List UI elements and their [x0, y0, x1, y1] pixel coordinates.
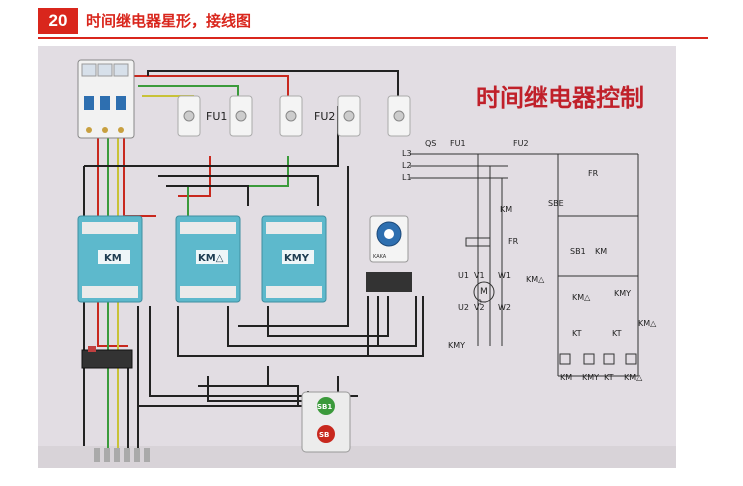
fu1-schematic-label: FU1 [450, 139, 466, 148]
v1-label: V1 [474, 271, 485, 280]
fr-label: FR [508, 237, 519, 246]
start-button-label: SB1 [317, 403, 332, 411]
km-photo-label: KM [104, 253, 122, 264]
line-l2-label: L2 [402, 161, 412, 170]
coil-kt-label: KT [604, 373, 614, 382]
kmy-photo-label: KMY [284, 253, 310, 264]
v2-label: V2 [474, 303, 485, 312]
km-delta-contact-label: KM△ [572, 293, 591, 302]
qs-label: QS [425, 139, 436, 148]
schematic-lines [410, 153, 639, 377]
push-button-box [301, 391, 351, 453]
circuit-breaker [77, 59, 135, 139]
time-relay [366, 215, 412, 292]
motor-phase-label: 3~ [478, 299, 487, 306]
contactor-km-delta [175, 215, 241, 303]
coil-km-delta-label: KM△ [624, 373, 643, 382]
fr-contact-label: FR [588, 169, 599, 178]
thermal-overload-relay [81, 346, 133, 369]
line-l1-label: L1 [402, 173, 412, 182]
sbe-label: SBE [548, 199, 564, 208]
time-relay-text: KAKA [373, 254, 387, 260]
coil-km-label: KM [560, 373, 572, 382]
km-delta-photo-label: KM△ [198, 253, 224, 264]
km-delta-right-label: KM△ [638, 319, 657, 328]
stop-button-label: SB [319, 431, 329, 439]
contactor-km [77, 215, 143, 303]
kmy-contact-label: KMY [614, 289, 631, 298]
fu2-schematic-label: FU2 [513, 139, 529, 148]
u1-label: U1 [458, 271, 469, 280]
w2-label: W2 [498, 303, 511, 312]
line-l3-label: L3 [402, 149, 412, 158]
km-main-label: KM [500, 205, 512, 214]
schematic-labels: QS FU1 FU2 L3 L2 L1 FR SBE KM FR SB1 KM … [402, 139, 657, 382]
kmy-main-label: KMY [448, 341, 465, 350]
contactor-kmy [261, 215, 327, 303]
diagram-heading: 时间继电器控制 [476, 84, 644, 112]
km-delta-main-label: KM△ [526, 275, 545, 284]
wiring-photo: FU1 FU2 KM KM△ KMY KAKA SB1 S [38, 46, 676, 468]
title-divider [38, 37, 708, 39]
kt-left-label: KT [572, 329, 582, 338]
u2-label: U2 [458, 303, 469, 312]
coil-kmy-label: KMY [582, 373, 599, 382]
fu2-photo-label: FU2 [314, 110, 335, 123]
fuse-holders [177, 95, 411, 137]
fu1-photo-label: FU1 [206, 110, 227, 123]
motor-m-label: M [480, 287, 488, 297]
section-number-badge: 20 [38, 8, 78, 34]
w1-label: W1 [498, 271, 511, 280]
kt-right-label: KT [612, 329, 622, 338]
page-title: 时间继电器星形，接线图 [86, 12, 252, 30]
motor-terminals [94, 448, 150, 462]
header: 20 时间继电器星形，接线图 [38, 8, 708, 34]
sb1-label: SB1 [570, 247, 586, 256]
km-hold-label: KM [595, 247, 607, 256]
